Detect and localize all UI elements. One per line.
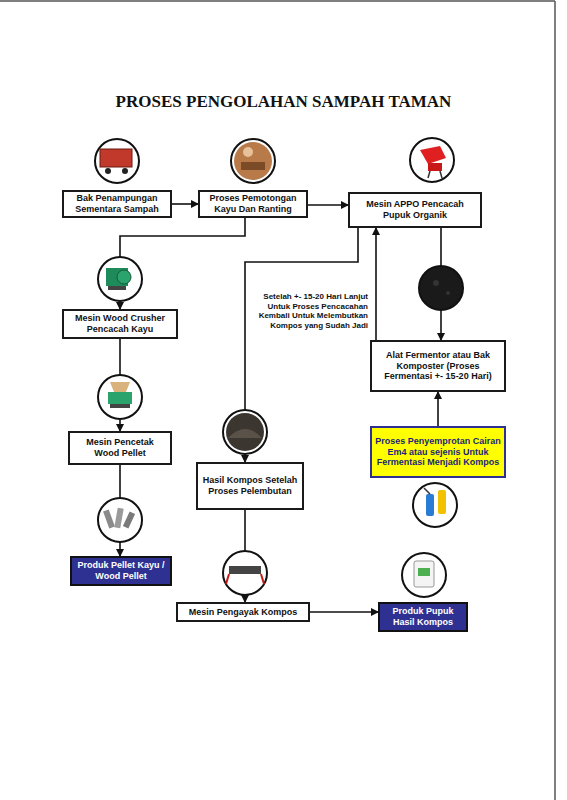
compost-icon	[419, 266, 463, 310]
process-box: Mesin APPO Pencacah Pupuk Organik	[348, 192, 482, 228]
bag-body	[414, 561, 434, 587]
process-box: Alat Fermentor atau Bak Komposter (Prose…	[370, 340, 506, 392]
node-text: Mesin Pengayak Kompos	[189, 607, 298, 618]
photo-fill	[234, 142, 272, 180]
soft-compost-icon	[223, 410, 267, 454]
compost-grain	[446, 291, 450, 295]
diagram-title: PROSES PENGOLAHAN SAMPAH TAMAN	[60, 92, 507, 112]
text-wrap: Produk Pellet Kayu / Wood Pellet	[75, 560, 167, 581]
icon-circle	[98, 375, 142, 419]
process-box: Bak Penampungan Sementara Sampah	[62, 190, 172, 218]
crusher-icon	[98, 257, 142, 301]
icon-circle	[413, 483, 457, 527]
text-wrap: Mesin APPO Pencacah Pupuk Organik	[353, 199, 477, 220]
flow-arrow	[308, 204, 348, 206]
node-text: Produk Pupuk Hasil Kompos	[383, 606, 463, 627]
product-box: Produk Pupuk Hasil Kompos	[378, 602, 468, 632]
process-box: Mesin Wood Crusher Pencacah Kayu	[62, 309, 178, 339]
machine-body	[108, 392, 132, 404]
icon-circle	[419, 266, 463, 310]
pellet	[114, 508, 123, 529]
bag-logo	[418, 568, 430, 576]
icon-circle	[410, 138, 454, 182]
worker-head	[243, 147, 253, 157]
sieve-drum	[229, 566, 261, 574]
sprayer-tank	[426, 494, 434, 516]
sieve-leg	[261, 574, 264, 584]
cart-body	[100, 149, 132, 167]
photo-fill	[226, 413, 264, 451]
node-text: Bak Penampungan Sementara Sampah	[67, 193, 167, 214]
page-frame	[0, 0, 555, 2]
text-wrap: Mesin Pengayak Kompos	[189, 607, 298, 618]
cart-wheel	[105, 168, 111, 174]
process-box: Mesin Pengayak Kompos	[176, 602, 310, 622]
node-text: Mesin Wood Crusher Pencacah Kayu	[67, 313, 173, 334]
machine-hopper	[110, 382, 130, 392]
node-text: Proses Penyemprotan Cairan Em4 atau seje…	[375, 436, 501, 468]
machine-body	[428, 163, 442, 171]
highlight-box: Proses Penyemprotan Cairan Em4 atau seje…	[370, 426, 506, 478]
node-text: Proses Pemotongan Kayu Dan Ranting	[203, 193, 303, 214]
machine-base	[110, 404, 130, 408]
process-box: Proses Pemotongan Kayu Dan Ranting	[198, 190, 308, 218]
pellet	[103, 510, 115, 529]
text-wrap: Bak Penampungan Sementara Sampah	[67, 193, 167, 214]
node-text: Mesin Pencetak Wood Pellet	[73, 437, 167, 458]
icon-circle	[95, 139, 139, 183]
machine-base	[108, 286, 126, 290]
text-wrap: Proses Pemotongan Kayu Dan Ranting	[203, 193, 303, 214]
icon-circle	[98, 257, 142, 301]
flow-arrow	[375, 228, 377, 340]
cutting-icon	[231, 139, 275, 183]
text-wrap: Proses Penyemprotan Cairan Em4 atau seje…	[375, 436, 501, 468]
fertilizer-bag-icon	[402, 553, 446, 597]
node-text: Alat Fermentor atau Bak Komposter (Prose…	[375, 350, 501, 382]
text-wrap: Hasil Kompos Setelah Proses Pelembutan	[201, 475, 299, 496]
flow-arrow	[172, 203, 198, 205]
flow-arrow	[120, 218, 245, 309]
icon-circle	[402, 553, 446, 597]
process-box: Hasil Kompos Setelah Proses Pelembutan	[196, 462, 304, 510]
text-wrap: Alat Fermentor atau Bak Komposter (Prose…	[375, 350, 501, 382]
node-text: Produk Pellet Kayu / Wood Pellet	[75, 560, 167, 581]
sieve-leg	[226, 574, 229, 584]
text-wrap: Mesin Pencetak Wood Pellet	[73, 437, 167, 458]
sprayer-icon	[413, 483, 457, 527]
product-box: Produk Pellet Kayu / Wood Pellet	[70, 556, 172, 586]
pellet	[123, 511, 135, 528]
process-box: Mesin Pencetak Wood Pellet	[68, 431, 172, 465]
chopper-icon	[410, 138, 454, 182]
compost-heap	[228, 429, 262, 438]
flow-arrow	[437, 392, 439, 426]
sprayer-nozzle	[424, 488, 430, 494]
wood-log	[241, 162, 265, 170]
pellet-icon	[98, 498, 142, 542]
text-wrap: Mesin Wood Crusher Pencacah Kayu	[67, 313, 173, 334]
cart-icon	[95, 139, 139, 183]
flow-arrow	[310, 611, 378, 613]
pellet-machine-icon	[98, 375, 142, 419]
machine-leg	[440, 171, 442, 178]
icon-circle	[98, 498, 142, 542]
node-text: Mesin APPO Pencacah Pupuk Organik	[353, 199, 477, 220]
machine-hopper	[420, 146, 446, 164]
page-frame	[554, 1, 556, 800]
cart-wheel	[122, 168, 128, 174]
compost-grain	[433, 280, 439, 286]
sieve-icon	[223, 551, 267, 595]
liquid-bottle	[438, 490, 446, 514]
machine-leg	[428, 171, 430, 178]
icon-circle	[223, 551, 267, 595]
icon-circle	[223, 410, 267, 454]
edge-label: Setelah +- 15-20 Hari Lanjut Untuk Prose…	[258, 292, 368, 330]
node-text: Hasil Kompos Setelah Proses Pelembutan	[201, 475, 299, 496]
machine-drum	[117, 270, 131, 284]
text-wrap: Produk Pupuk Hasil Kompos	[383, 606, 463, 627]
icon-circle	[231, 139, 275, 183]
